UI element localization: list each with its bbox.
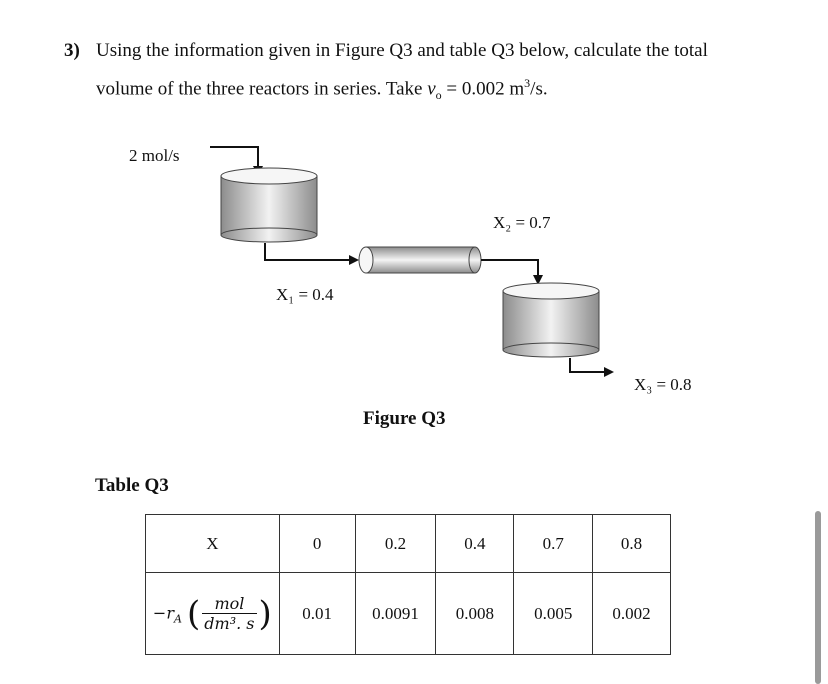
rate-unit-denominator: dm³. s [204, 614, 255, 633]
pfr-reactor [358, 246, 482, 274]
table-cell-x: 0 [278, 514, 356, 573]
table-cell-x: 0.4 [435, 514, 515, 573]
flow-rate-subscript: o [435, 88, 442, 103]
question-number: 3) [64, 40, 80, 61]
table-cell-rate: 0.005 [513, 572, 594, 655]
conversion-x2-label: X₂ = 0.7 [493, 213, 551, 232]
table-header-x: X [145, 514, 280, 573]
figure-caption: Figure Q3 [363, 408, 446, 429]
cstr-1 [220, 167, 318, 243]
rate-subscript: A [173, 612, 182, 626]
table-cell-x: 0.8 [592, 514, 671, 573]
scrollbar-thumb[interactable] [815, 511, 821, 684]
feed-stream-line [210, 146, 263, 176]
question-text-line2: volume of the three reactors in series. … [96, 76, 548, 103]
table-row-conversion: X 0 0.2 0.4 0.7 0.8 [145, 514, 671, 573]
stream-line-2 [481, 259, 543, 285]
table-cell-rate: 0.0091 [354, 572, 437, 655]
question-text-suffix: /s. [530, 78, 548, 100]
rate-unit-numerator: mol [202, 594, 257, 614]
table-title: Table Q3 [95, 475, 169, 496]
table-cell-x: 0.7 [513, 514, 594, 573]
question-text-prefix: volume of the three reactors in series. … [96, 78, 428, 100]
table-cell-x: 0.2 [354, 514, 437, 573]
unit-exponent: 3 [524, 76, 531, 90]
flow-rate-symbol: v [427, 78, 436, 100]
conversion-x3-label: X₃ = 0.8 [634, 375, 692, 394]
table-cell-rate: 0.002 [592, 572, 671, 655]
question-text-line1: Using the information given in Figure Q3… [96, 40, 708, 61]
flow-rate-value: = 0.002 m [441, 78, 525, 100]
table-cell-rate: 0.008 [435, 572, 515, 655]
stream-line-1 [264, 243, 359, 265]
rate-symbol: −r [152, 603, 174, 622]
conversion-x1-label: X₁ = 0.4 [276, 285, 334, 304]
cstr-2 [502, 282, 600, 358]
feed-rate-label: 2 mol/s [129, 146, 180, 165]
product-stream-line [569, 358, 614, 377]
table-cell-rate: 0.01 [278, 572, 356, 655]
